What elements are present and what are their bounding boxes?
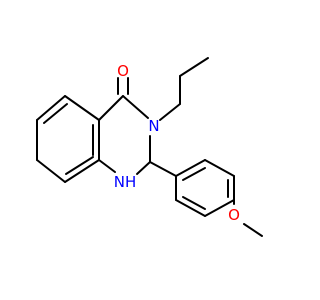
bond xyxy=(136,161,151,175)
amine-nitrogen-label: NH xyxy=(114,173,137,191)
molecule-structure: O N NH O xyxy=(36,57,263,237)
double-bond-inner xyxy=(182,196,206,210)
methoxyphenyl-group xyxy=(149,159,263,237)
bond xyxy=(175,159,206,177)
bond xyxy=(175,199,206,217)
propyl-chain xyxy=(159,57,209,121)
carbonyl-group xyxy=(117,77,129,95)
bond xyxy=(36,95,66,121)
bond xyxy=(122,95,149,119)
bond xyxy=(204,199,235,217)
ring-nitrogen-label: N xyxy=(148,117,159,135)
bond xyxy=(179,57,209,77)
ether-oxygen-label: O xyxy=(228,206,240,224)
bond xyxy=(159,103,181,121)
double-bond-inner xyxy=(65,156,94,175)
double-bond-inner xyxy=(182,167,206,181)
bond xyxy=(64,95,100,121)
bond xyxy=(243,223,263,237)
bond xyxy=(36,159,66,183)
carbonyl-oxygen-label: O xyxy=(117,62,129,80)
bond xyxy=(98,95,124,121)
bond xyxy=(98,159,116,173)
molecule-canvas: O N NH O xyxy=(36,57,263,237)
bond xyxy=(149,161,177,177)
bond xyxy=(204,159,235,177)
double-bond-inner xyxy=(43,103,68,124)
bond xyxy=(64,159,100,183)
benzene-ring xyxy=(36,95,100,183)
quinazolinone-ring xyxy=(98,95,151,175)
